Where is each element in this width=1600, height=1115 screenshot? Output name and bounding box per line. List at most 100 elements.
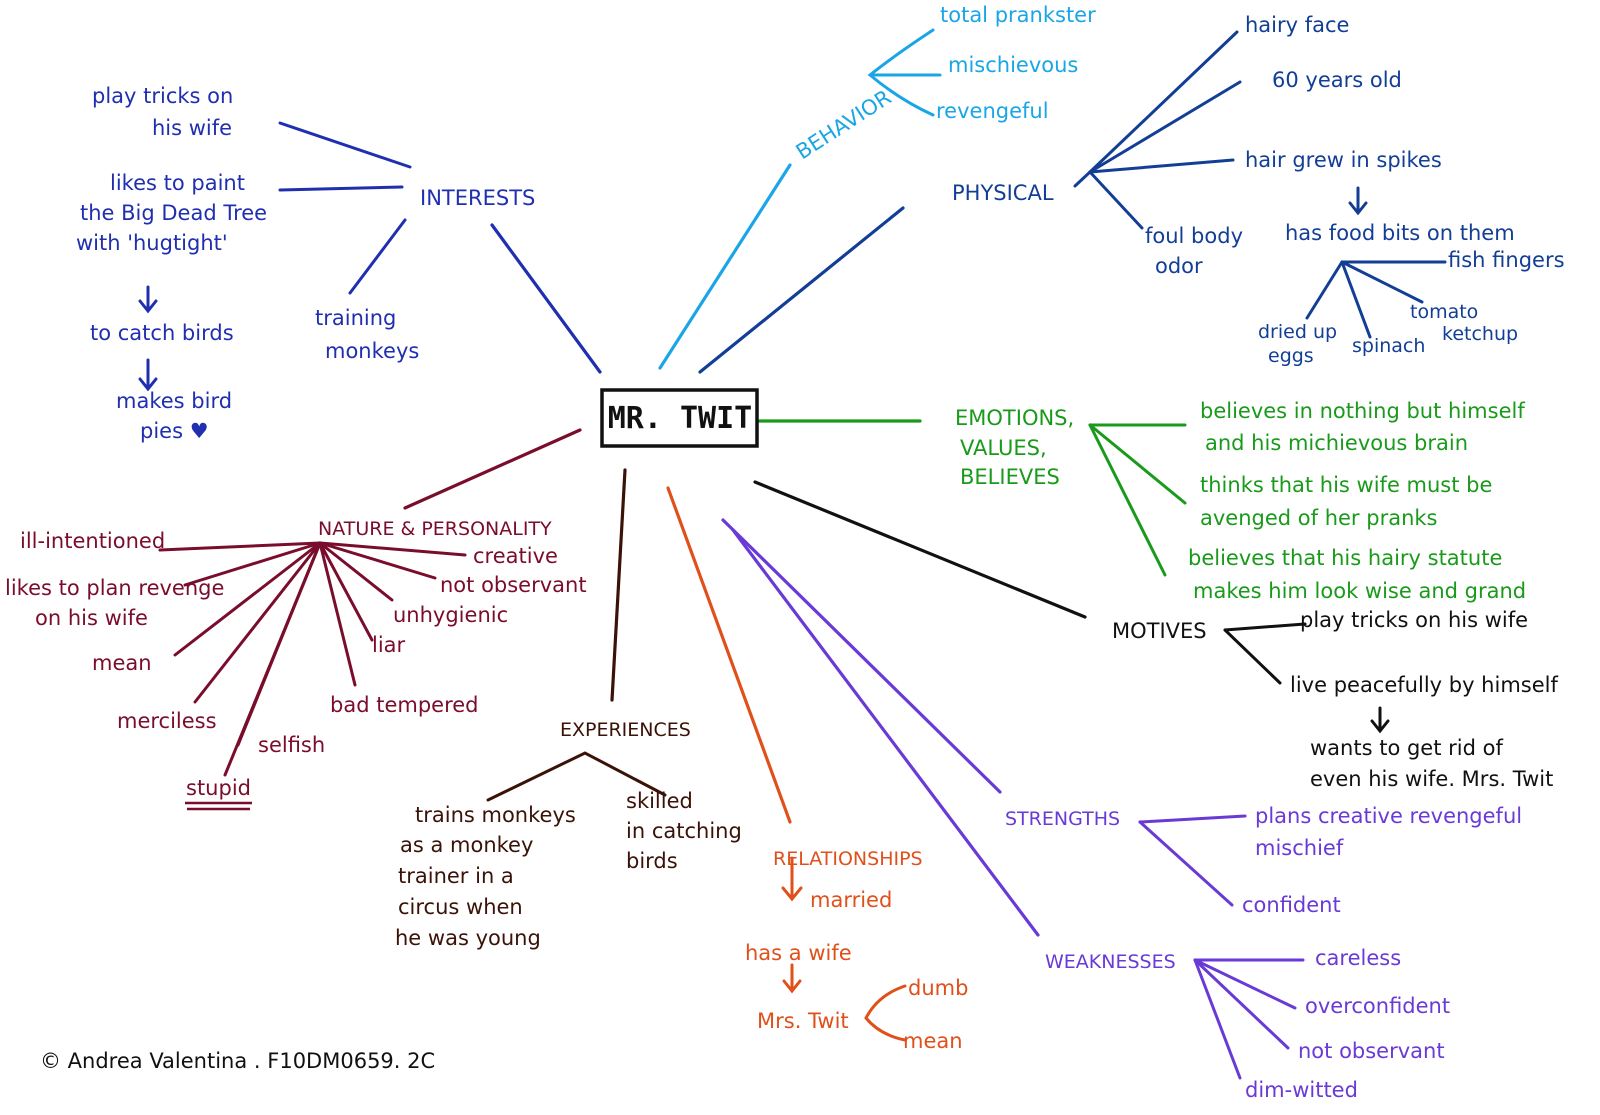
connector-merciless — [193, 541, 322, 704]
connector-behavior — [658, 163, 792, 370]
interests-training-2: monkeys — [325, 339, 419, 363]
credit-line: © Andrea Valentina . F10DM0659. 2C — [40, 1049, 435, 1073]
connector-liar — [318, 541, 374, 642]
connector-dim-witted — [1193, 958, 1242, 1080]
physical-title: PHYSICAL — [952, 181, 1054, 205]
motives-title: MOTIVES — [1112, 619, 1207, 643]
experiences-left-2: as a monkey — [400, 833, 533, 857]
center-node-box — [600, 388, 759, 448]
physical-tomato-2: ketchup — [1442, 323, 1518, 345]
motives-item-3b: even his wife. Mrs. Twit — [1310, 767, 1553, 791]
interests-play-tricks-2: his wife — [152, 116, 232, 140]
relationships-title: RELATIONSHIPS — [773, 848, 923, 870]
behavior-item-1: total prankster — [940, 3, 1096, 27]
motives-item-1: play tricks on his wife — [1300, 608, 1528, 632]
nature-unhygienic: unhygienic — [393, 603, 508, 627]
connector-not-observant-w — [1193, 958, 1290, 1050]
connector-spikes — [1088, 158, 1235, 174]
physical-tomato-1: tomato — [1410, 301, 1478, 323]
emotions-b1-2: and his michievous brain — [1205, 431, 1468, 455]
experiences-left-1: trains monkeys — [415, 803, 576, 827]
connector-physical-stem — [1073, 170, 1092, 188]
nature-merciless: merciless — [117, 709, 217, 733]
interests-paint-2: the Big Dead Tree — [80, 201, 267, 225]
interests-play-tricks-1: play tricks on — [92, 84, 233, 108]
experiences-left-4: circus when — [398, 895, 523, 919]
arrow-married — [781, 856, 803, 902]
physical-hairy-face: hairy face — [1245, 13, 1349, 37]
connector-motive-2 — [1223, 628, 1282, 685]
physical-eggs-1: dried up — [1258, 321, 1337, 343]
connector-unhygienic — [318, 541, 394, 602]
connector-interests — [490, 223, 602, 374]
nature-not-observant: not observant — [440, 573, 587, 597]
emotions-title-1: EMOTIONS, — [955, 406, 1074, 430]
emotions-b3-2: makes him look wise and grand — [1193, 579, 1526, 603]
weaknesses-item-3: not observant — [1298, 1039, 1445, 1063]
nature-revenge-1: likes to plan revenge — [5, 576, 224, 600]
connector-not-observant — [318, 541, 437, 580]
nature-bad-tempered: bad tempered — [330, 693, 479, 717]
connector-bad — [318, 541, 357, 687]
weaknesses-item-2: overconfident — [1305, 994, 1450, 1018]
experiences-right-3: birds — [626, 849, 678, 873]
connector-creative — [318, 541, 467, 557]
connector-emotions-b3 — [1088, 423, 1167, 577]
physical-age: 60 years old — [1272, 68, 1402, 92]
connector-motives — [753, 480, 1087, 619]
nature-ill: ill-intentioned — [20, 529, 165, 553]
strengths-plans-2: mischief — [1255, 836, 1344, 860]
connector-stupid — [223, 541, 322, 777]
connector-nature — [403, 428, 582, 510]
physical-spinach: spinach — [1352, 335, 1425, 357]
physical-spikes: hair grew in spikes — [1245, 148, 1442, 172]
connector-tomato — [1340, 260, 1424, 304]
relationships-has-wife: has a wife — [745, 941, 852, 965]
nature-stupid: stupid — [186, 776, 251, 800]
emotions-b1-1: believes in nothing but himself — [1200, 399, 1525, 423]
interests-bird-pies-2: pies ♥ — [140, 419, 209, 443]
arrow-birds-to-pies — [138, 358, 158, 392]
nature-selfish: selfish — [258, 733, 325, 757]
motives-item-2: live peacefully by himself — [1290, 673, 1558, 697]
relationships-mrs-twit: Mrs. Twit — [757, 1009, 849, 1033]
connector-physical — [698, 206, 905, 374]
physical-eggs-2: eggs — [1268, 345, 1314, 367]
experiences-right-2: in catching — [626, 819, 742, 843]
weaknesses-item-4: dim-witted — [1245, 1078, 1358, 1102]
connector-overconfident — [1193, 958, 1297, 1010]
motives-item-3a: wants to get rid of — [1310, 736, 1503, 760]
experiences-fork — [486, 751, 667, 802]
connector-age — [1088, 80, 1242, 174]
connector-relationships — [666, 486, 792, 824]
connector-confident — [1138, 820, 1234, 907]
connector-eggs — [1305, 260, 1344, 320]
arrow-motive-2-3 — [1370, 706, 1390, 734]
interests-catch-birds: to catch birds — [90, 321, 234, 345]
strengths-plans-1: plans creative revengeful — [1255, 804, 1522, 828]
connector-strengths — [721, 518, 1002, 794]
nature-creative: creative — [473, 544, 558, 568]
behavior-item-3: revengeful — [936, 99, 1049, 123]
emotions-b2-2: avenged of her pranks — [1200, 506, 1437, 530]
experiences-left-5: he was young — [395, 926, 541, 950]
behavior-fork — [867, 28, 942, 117]
connector-mean — [173, 541, 322, 657]
emotions-b2-1: thinks that his wife must be — [1200, 473, 1492, 497]
arrow-spikes-to-food — [1348, 186, 1368, 216]
emotions-title-2: VALUES, — [960, 436, 1047, 460]
experiences-title: EXPERIENCES — [560, 719, 691, 741]
connector-hairy-face — [1088, 30, 1239, 174]
nature-title: NATURE & PERSONALITY — [318, 518, 552, 540]
relationships-dumb: dumb — [908, 976, 968, 1000]
connector-weaknesses — [731, 528, 1040, 937]
emotions-b3-1: believes that his hairy statute — [1188, 546, 1502, 570]
connector-ill — [158, 541, 322, 552]
relationships-married: married — [810, 888, 892, 912]
behavior-item-2: mischievous — [948, 53, 1078, 77]
physical-food-bits: has food bits on them — [1285, 221, 1515, 245]
strengths-title: STRENGTHS — [1005, 808, 1120, 830]
interests-title: INTERESTS — [420, 186, 535, 210]
connector-revenge — [183, 541, 322, 587]
interests-paint-1: likes to paint — [110, 171, 245, 195]
